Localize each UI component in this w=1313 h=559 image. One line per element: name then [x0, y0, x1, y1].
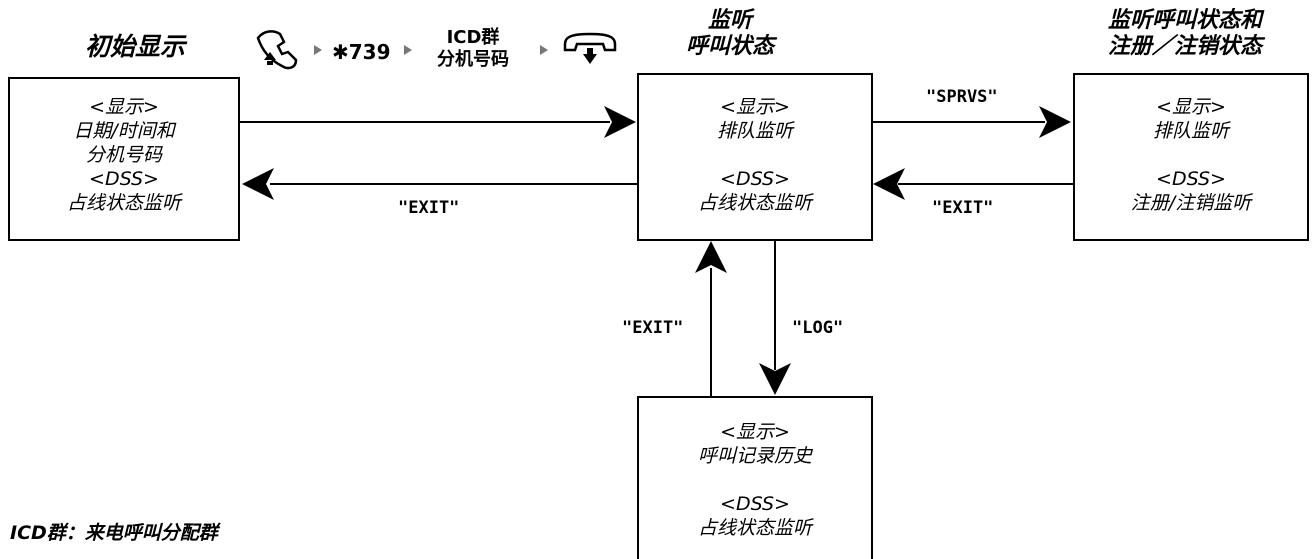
- monitor-call-status-box: <显示> 排队监听 <DSS> 占线状态监听: [637, 73, 873, 241]
- handset-onhook-icon: [562, 32, 618, 68]
- feature-code: ✱739: [332, 40, 391, 64]
- exit-label-left: "EXIT": [398, 198, 460, 218]
- log-label: "LOG": [792, 318, 844, 338]
- arrowhead-right: [1039, 106, 1071, 138]
- title-monitor-call-status: 监听 呼叫状态: [685, 8, 774, 59]
- call-log-box: <显示> 呼叫记录历史 <DSS> 占线状态监听: [637, 396, 873, 559]
- arrowhead-up: [695, 241, 727, 273]
- exit-label-right: "EXIT": [932, 198, 994, 218]
- footnote: ICD群：来电呼叫分配群: [10, 522, 218, 544]
- title-initial-display: 初始显示: [84, 32, 185, 61]
- arrowhead-left: [873, 168, 905, 200]
- arrowhead-down: [759, 363, 791, 395]
- group-extension-label: ICD群 分机号码: [437, 27, 509, 70]
- exit-label-up: "EXIT": [622, 318, 684, 338]
- handset-offhook-icon: [252, 28, 308, 72]
- initial-display-box: <显示> 日期/时间和 分机号码 <DSS> 占线状态监听: [8, 77, 240, 241]
- login-status-box: <显示> 排队监听 <DSS> 注册/注销监听: [1073, 73, 1309, 241]
- sprvs-label: "SPRVS": [926, 87, 998, 107]
- sequence-arrow-icon: [540, 45, 548, 55]
- arrowhead-left: [242, 168, 274, 200]
- sequence-arrow-icon: [404, 45, 412, 55]
- arrowhead-right: [604, 106, 636, 138]
- sequence-arrow-icon: [314, 45, 322, 55]
- title-monitor-login-status: 监听呼叫状态和 注册／注销状态: [1107, 8, 1262, 59]
